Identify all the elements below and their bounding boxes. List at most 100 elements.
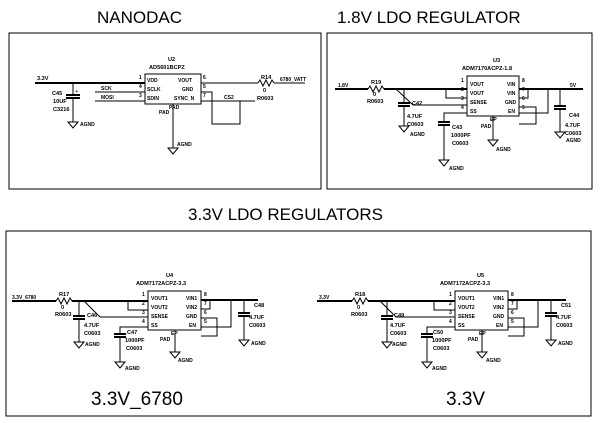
agnd-symbol-c47 bbox=[113, 361, 127, 369]
u5-vin2-tie bbox=[508, 300, 518, 310]
agnd-symbol-c42 bbox=[397, 125, 411, 133]
agnd-label-c51: AGND bbox=[558, 341, 573, 347]
c49-value: 4.7UF bbox=[390, 323, 406, 329]
ldo18-title: 1.8V LDO REGULATOR bbox=[337, 8, 521, 27]
gnd-pad-wire bbox=[201, 91, 241, 125]
r14-pkg: R0603 bbox=[257, 96, 273, 102]
agnd-symbol-c50 bbox=[420, 361, 434, 369]
u5-pnum-3: 3 bbox=[449, 310, 452, 316]
u4-net-in: 3.3V_6780 bbox=[12, 295, 36, 301]
agnd-label-u5: AGND bbox=[486, 358, 501, 364]
agnd-label-c44: AGND bbox=[566, 138, 581, 144]
ldo33-right-label: 3.3V bbox=[446, 389, 485, 410]
c45-value: 10UF bbox=[53, 99, 67, 105]
c42-value: 4.7UF bbox=[407, 114, 423, 120]
r18-pkg: R0603 bbox=[351, 312, 367, 318]
u5-pin-en: EN bbox=[496, 323, 503, 329]
agnd-symbol-u5 bbox=[475, 351, 489, 359]
u5-part: ADM7172ACPZ-3.3 bbox=[440, 281, 490, 287]
ldo33-left-schematic: U4 ADM7172ACPZ-3.3 VOUT1 VOUT2 SENSE SS … bbox=[12, 273, 266, 410]
agnd-label-c49: AGND bbox=[392, 342, 407, 348]
r18-ref: R18 bbox=[355, 292, 365, 298]
u4-sense-wire bbox=[83, 300, 148, 318]
c48-pkg: C0603 bbox=[249, 323, 265, 329]
agnd-label-u2: AGND bbox=[177, 142, 192, 148]
agnd-symbol-c51 bbox=[544, 339, 558, 347]
agnd-label-c47: AGND bbox=[125, 366, 140, 372]
u5-pin-vout2: VOUT2 bbox=[458, 305, 475, 311]
u5-pin-gnd: GND bbox=[493, 314, 505, 320]
u4-pad: PAD bbox=[160, 337, 171, 343]
u2-pin-vout: VOUT bbox=[178, 78, 192, 84]
u2-pnum-4: 4 bbox=[139, 84, 142, 90]
u4-pnum-8: 8 bbox=[204, 292, 207, 298]
agnd-label-c48: AGND bbox=[251, 341, 266, 347]
u5-pin-sense: SENSE bbox=[458, 314, 476, 320]
c43-pkg: C0603 bbox=[452, 141, 468, 147]
agnd-symbol-c44 bbox=[553, 131, 567, 139]
agnd-symbol-u3 bbox=[486, 139, 500, 147]
c44-value: 4.7UF bbox=[565, 123, 581, 129]
c45-pkg: C3216 bbox=[53, 107, 69, 113]
agnd-symbol-c43 bbox=[437, 159, 451, 167]
u2-pnum-7: 7 bbox=[203, 93, 206, 99]
c51-pkg: C0603 bbox=[556, 323, 572, 329]
u4-pin-ss: SS bbox=[151, 323, 158, 329]
r14-value: 0 bbox=[263, 88, 266, 94]
r17-pkg: R0603 bbox=[55, 312, 71, 318]
ldo18-net-in: 1.8V bbox=[338, 83, 349, 89]
u3-pnum-6: 6 bbox=[522, 96, 525, 102]
u3-pnum-8: 8 bbox=[522, 78, 525, 84]
c51-value: 4.7UF bbox=[556, 315, 572, 321]
c47-ref: C47 bbox=[127, 330, 137, 336]
u5-pnum-5: 5 bbox=[511, 319, 514, 325]
u3-pin-vin2: VIN bbox=[507, 91, 516, 97]
u4-pin-gnd: GND bbox=[186, 314, 198, 320]
u3-pin-en: EN bbox=[508, 109, 515, 115]
c43-ref: C43 bbox=[452, 125, 462, 131]
u4-ref: U4 bbox=[166, 273, 174, 279]
u2-pin-sclk: SCLK bbox=[147, 87, 161, 93]
agnd-symbol-c49 bbox=[380, 341, 394, 349]
u5-sense-wire bbox=[379, 300, 455, 318]
u4-ss-wire bbox=[119, 326, 148, 334]
u3-pin-sense: SENSE bbox=[470, 100, 488, 106]
u5-pin-vin2: VIN2 bbox=[493, 305, 504, 311]
sck-net: SCK bbox=[101, 86, 112, 92]
agnd-symbol-c46 bbox=[72, 341, 86, 349]
c45-ref: C45 bbox=[52, 91, 62, 97]
mosi-net: MOSI bbox=[101, 95, 114, 101]
gnd-loop bbox=[519, 106, 537, 125]
c44-plates bbox=[554, 105, 566, 110]
u2-pin-sync: SYNC_N bbox=[174, 96, 195, 102]
ldo18-net-out: 5V bbox=[570, 83, 577, 89]
c47-value: 1000PF bbox=[125, 338, 145, 344]
u3-pin-gnd: GND bbox=[505, 100, 517, 106]
c50-plates bbox=[421, 333, 433, 338]
u4-pnum-5: 5 bbox=[204, 319, 207, 325]
sense-wire bbox=[395, 88, 467, 106]
c43-value: 1000PF bbox=[451, 133, 471, 139]
c47-pkg: C0603 bbox=[126, 346, 142, 352]
u5-pnum-7: 7 bbox=[511, 301, 514, 307]
en-tie bbox=[519, 89, 549, 114]
agnd-symbol-c48 bbox=[237, 339, 251, 347]
c43-plates bbox=[438, 121, 450, 126]
nanodac-frame bbox=[8, 32, 322, 190]
u5-en-tie bbox=[508, 300, 539, 328]
r17-resistor bbox=[55, 296, 73, 306]
u3-pin-ss: SS bbox=[470, 109, 477, 115]
u3-pnum-3: 3 bbox=[461, 96, 464, 102]
u4-part: ADM7172ACPZ-3.3 bbox=[136, 281, 186, 287]
u4-pin-vin2: VIN2 bbox=[186, 305, 197, 311]
c44-pkg: C0603 bbox=[565, 131, 581, 137]
agnd-label-c42: AGND bbox=[410, 132, 425, 138]
agnd-symbol-u4 bbox=[168, 351, 182, 359]
r18-value: 0 bbox=[357, 305, 360, 311]
c48-ref: C48 bbox=[254, 303, 264, 309]
cs2-net: CS2 bbox=[224, 95, 234, 101]
u3-ep: EP bbox=[490, 117, 497, 123]
r19-resistor bbox=[367, 84, 385, 94]
c46-ref: C46 bbox=[87, 313, 97, 319]
c44-ref: C44 bbox=[569, 113, 580, 119]
